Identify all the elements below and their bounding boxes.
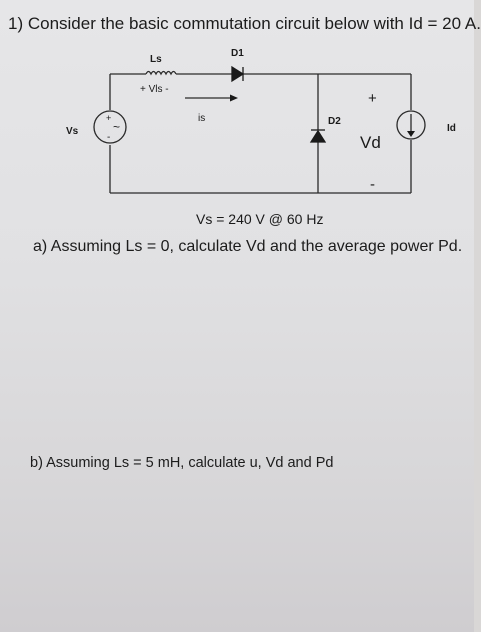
source-spec: Vs = 240 V @ 60 Hz	[196, 211, 323, 227]
current-source-arrowhead	[407, 131, 415, 137]
output-voltage-label: Vd	[360, 133, 381, 152]
source-vs-label: Vs	[66, 126, 79, 137]
current-source-circle	[396, 110, 426, 140]
source-tilde-icon: ~	[113, 120, 120, 134]
output-minus-sign: -	[370, 176, 375, 193]
source-minus-sign: -	[107, 132, 110, 143]
current-is-arrowhead	[230, 94, 238, 102]
source-plus-sign: +	[106, 113, 111, 123]
current-source-id-label: Id	[447, 123, 456, 134]
inductor-voltage-label: + Vls -	[140, 84, 169, 95]
inductor-label: Ls	[150, 54, 162, 65]
ac-source-circle	[93, 110, 127, 144]
diode-d2	[309, 129, 327, 143]
commutation-circuit-diagram: Ls D1 + Vls - is D2 + - Vd Vs Id + - ~ V…	[66, 48, 456, 227]
diode-d2-label: D2	[328, 116, 341, 127]
diode-d1	[231, 65, 245, 83]
output-plus-sign: +	[368, 90, 377, 107]
inductor-coil	[145, 70, 177, 76]
diode-d1-label: D1	[231, 48, 244, 59]
part-a-question: a) Assuming Ls = 0, calculate Vd and the…	[33, 238, 463, 255]
part-b-question: b) Assuming Ls = 5 mH, calculate u, Vd a…	[30, 455, 334, 471]
question-1-title: 1) Consider the basic commutation circui…	[8, 14, 481, 33]
current-is-label: is	[198, 113, 205, 124]
